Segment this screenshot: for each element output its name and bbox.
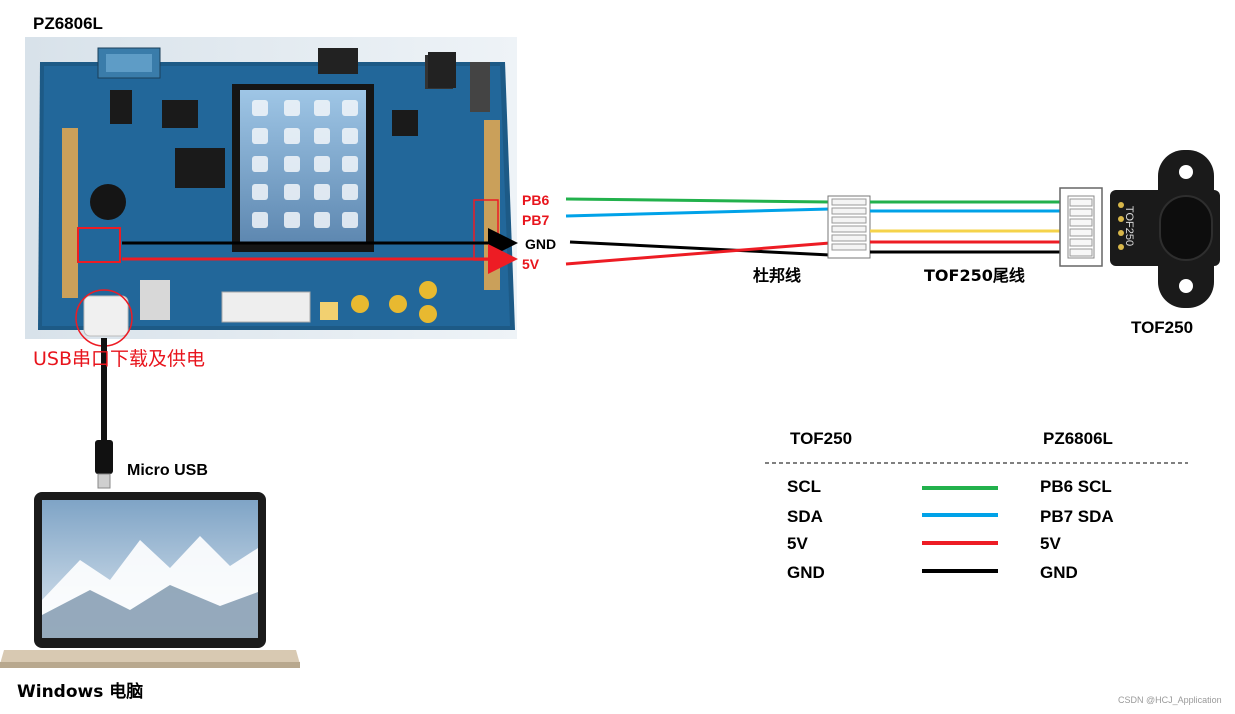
sensor-connector [1059, 187, 1103, 267]
pin-label-pb7: PB7 [522, 212, 550, 228]
legend-row-right: PB6 SCL [1040, 477, 1112, 496]
computer-label: Windows 电脑 [17, 682, 144, 702]
usb-cable [95, 337, 113, 489]
legend-row-right: PB7 SDA [1040, 507, 1114, 526]
tof250-tail-wires [870, 200, 1062, 254]
legend-row-left: SCL [787, 477, 821, 496]
dupont-connector [827, 195, 871, 259]
pin-label-pb6: PB6 [522, 192, 550, 208]
tof250-sensor-image [1110, 150, 1220, 308]
legend-row-right: 5V [1040, 534, 1061, 553]
dupont-label: 杜邦线 [753, 266, 802, 285]
legend-row-left: GND [787, 563, 825, 582]
legend-header-left: TOF250 [790, 429, 853, 448]
legend-row-left: SDA [787, 507, 823, 526]
pin-label-gnd: GND [525, 236, 557, 252]
tof250-tail-label: TOF250尾线 [924, 266, 1025, 285]
dev-board-image [25, 37, 517, 347]
legend-row-right: GND [1040, 563, 1078, 582]
sensor-title: TOF250 [1131, 318, 1194, 337]
usb-caption: USB串口下载及供电 [33, 348, 206, 370]
pin-label-5v: 5V [522, 256, 540, 272]
watermark: CSDN @HCJ_Application [1118, 695, 1222, 705]
micro-usb-label: Micro USB [127, 462, 208, 479]
sensor-body-text: TOF250 [1123, 205, 1135, 247]
board-title: PZ6806L [33, 14, 103, 33]
laptop-image [0, 492, 300, 668]
dupont-wires [565, 197, 831, 266]
legend-header-right: PZ6806L [1043, 429, 1113, 448]
legend-row-left: 5V [787, 534, 808, 553]
